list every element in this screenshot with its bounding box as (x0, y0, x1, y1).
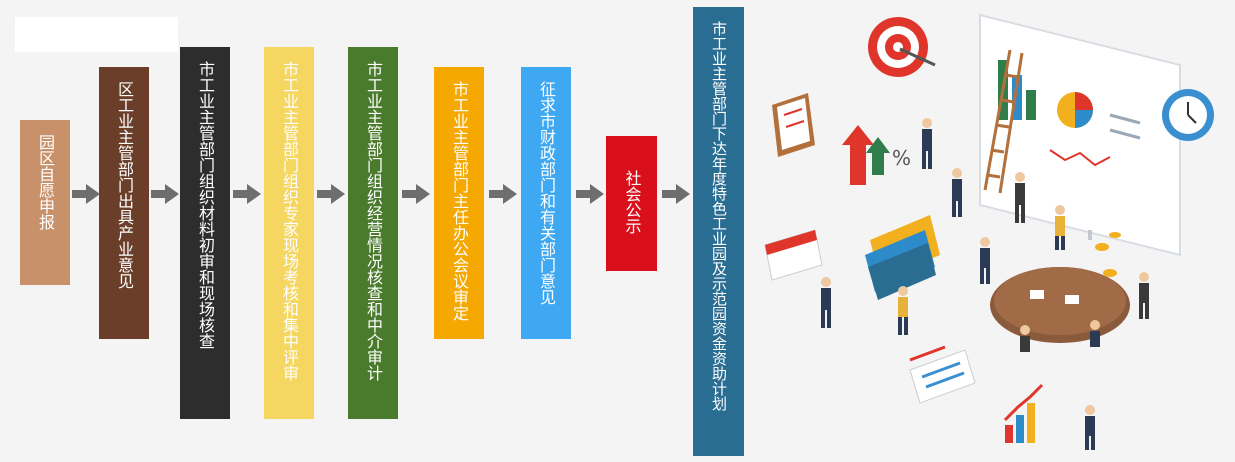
step-label: 市工业主管部门组织专家现场考核和集中评审 (280, 61, 299, 381)
header-white-box (15, 17, 178, 52)
target-icon (868, 17, 936, 77)
step-district-opinion: 区工业主管部门出具产业意见 (99, 67, 149, 339)
step-label: 社会公示 (622, 170, 642, 234)
person-icon (1055, 205, 1065, 250)
person-icon (922, 118, 932, 169)
step-funding-plan: 市工业主管部门下达年度特色工业园及示范园资金资助计划 (693, 7, 744, 456)
calendar-icon (764, 229, 823, 281)
books-icon (865, 215, 940, 300)
step-preliminary-review: 市工业主管部门组织材料初审和现场核查 (180, 47, 230, 419)
bar-chart-icon (1003, 383, 1044, 443)
whiteboard-icon (979, 13, 1181, 257)
step-label: 市工业主管部门组织经营情况核查和中介审计 (364, 61, 383, 381)
person-icon (980, 237, 990, 284)
business-team-illustration: % (764, 13, 1214, 450)
person-icon (952, 168, 962, 217)
ladder-icon (983, 49, 1024, 194)
step-label: 市工业主管部门主任办公会议审定 (450, 81, 469, 321)
person-icon (821, 277, 831, 328)
clipboard-icon (772, 93, 815, 157)
step-label: 市工业主管部门组织材料初审和现场核查 (196, 61, 215, 349)
growth-arrows-icon: % (842, 125, 911, 185)
person-icon (1085, 405, 1095, 450)
step-label: 市工业主管部门下达年度特色工业园及示范园资金资助计划 (710, 21, 728, 411)
arrow-icon (72, 184, 100, 204)
arrow-icon (402, 184, 430, 204)
svg-text:%: % (892, 146, 911, 170)
step-audit-check: 市工业主管部门组织经营情况核查和中介审计 (348, 47, 398, 419)
person-icon (898, 286, 908, 335)
step-label: 征求市财政部门和有关部门意见 (537, 81, 556, 305)
arrow-icon (489, 184, 517, 204)
meeting-table-icon (990, 267, 1130, 343)
arrow-icon (576, 184, 604, 204)
arrow-icon (151, 184, 179, 204)
step-park-application: 园区自愿申报 (20, 120, 70, 285)
step-label: 园区自愿申报 (36, 134, 55, 230)
step-finance-opinion: 征求市财政部门和有关部门意见 (521, 67, 571, 339)
arrow-icon (662, 184, 690, 204)
person-icon (1020, 325, 1030, 352)
person-icon (1015, 172, 1025, 223)
document-icon (909, 345, 976, 404)
arrow-icon (317, 184, 345, 204)
step-expert-review: 市工业主管部门组织专家现场考核和集中评审 (264, 47, 314, 419)
person-icon (1090, 320, 1100, 347)
person-icon (1139, 272, 1149, 319)
arrow-icon (233, 184, 261, 204)
step-public-notice: 社会公示 (606, 136, 657, 271)
step-label: 区工业主管部门出具产业意见 (115, 81, 134, 289)
step-director-meeting: 市工业主管部门主任办公会议审定 (434, 67, 484, 339)
clock-icon (1162, 89, 1214, 141)
coins-icon (1095, 232, 1121, 277)
